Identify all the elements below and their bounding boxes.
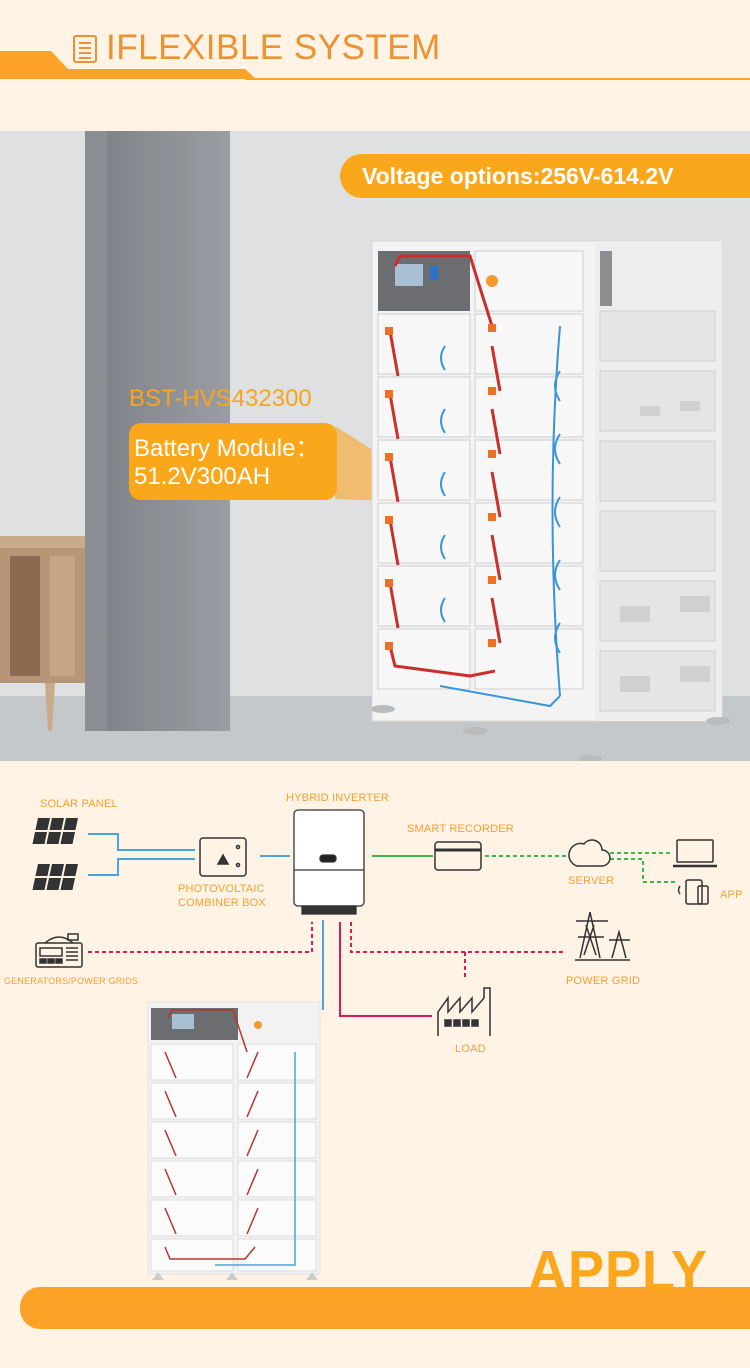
smart-recorder-icon <box>434 841 482 871</box>
label-solar-panel: SOLAR PANEL <box>40 798 118 810</box>
model-number: BST-HVS432300 <box>129 385 312 412</box>
label-generators: GENERATORS/POWER GRIDS <box>4 976 139 986</box>
apply-heading: APPLY <box>528 1239 709 1303</box>
load-factory-icon <box>437 987 491 1036</box>
hybrid-inverter-icon <box>293 809 365 915</box>
label-hybrid-inverter: HYBRID INVERTER <box>286 792 390 804</box>
label-smart-recorder: SMART RECORDER <box>407 823 514 835</box>
system-diagram <box>32 809 717 1280</box>
server-cloud-icon <box>568 839 611 867</box>
battery-rack <box>371 240 730 761</box>
laptop-icon <box>673 839 717 868</box>
load-line <box>339 922 432 1017</box>
power-grid-icon <box>575 911 630 961</box>
generator-icon <box>35 933 83 968</box>
voltage-options-text: Voltage options:256V-614.2V <box>362 163 674 189</box>
ac-dotted-lines <box>88 922 565 980</box>
bms-control-unit <box>378 251 470 311</box>
document-list-icon <box>73 35 97 63</box>
battery-module-spec: 51.2V300AH <box>134 463 271 490</box>
mobile-app-icon <box>677 879 709 905</box>
section-title: IFLEXIBLE SYSTEM <box>106 28 441 67</box>
battery-rack-illustration <box>0 131 750 761</box>
label-combiner-line1: PHOTOVOLTAIC <box>178 883 265 895</box>
battery-module-callout <box>129 423 337 500</box>
voltage-options-badge <box>340 154 750 198</box>
apply-banner-bar <box>20 1287 750 1329</box>
product-photo <box>0 131 750 761</box>
data-dotted-lines <box>485 852 675 883</box>
label-power-grid: POWER GRID <box>566 975 641 987</box>
battery-cabinet-illustration <box>147 1001 321 1280</box>
label-server: SERVER <box>568 875 615 887</box>
combiner-box-icon <box>199 837 247 877</box>
label-combiner-line2: COMBINER BOX <box>178 897 266 909</box>
label-load: LOAD <box>455 1043 486 1055</box>
battery-module-label: Battery Module： <box>134 435 320 462</box>
entelechy-logo <box>486 275 498 287</box>
header-banner-stripe <box>0 51 750 80</box>
solar-panel-icon <box>32 818 78 890</box>
label-app: APP <box>720 889 743 901</box>
dc-lines <box>88 833 324 1010</box>
wooden-sideboard <box>0 536 85 731</box>
